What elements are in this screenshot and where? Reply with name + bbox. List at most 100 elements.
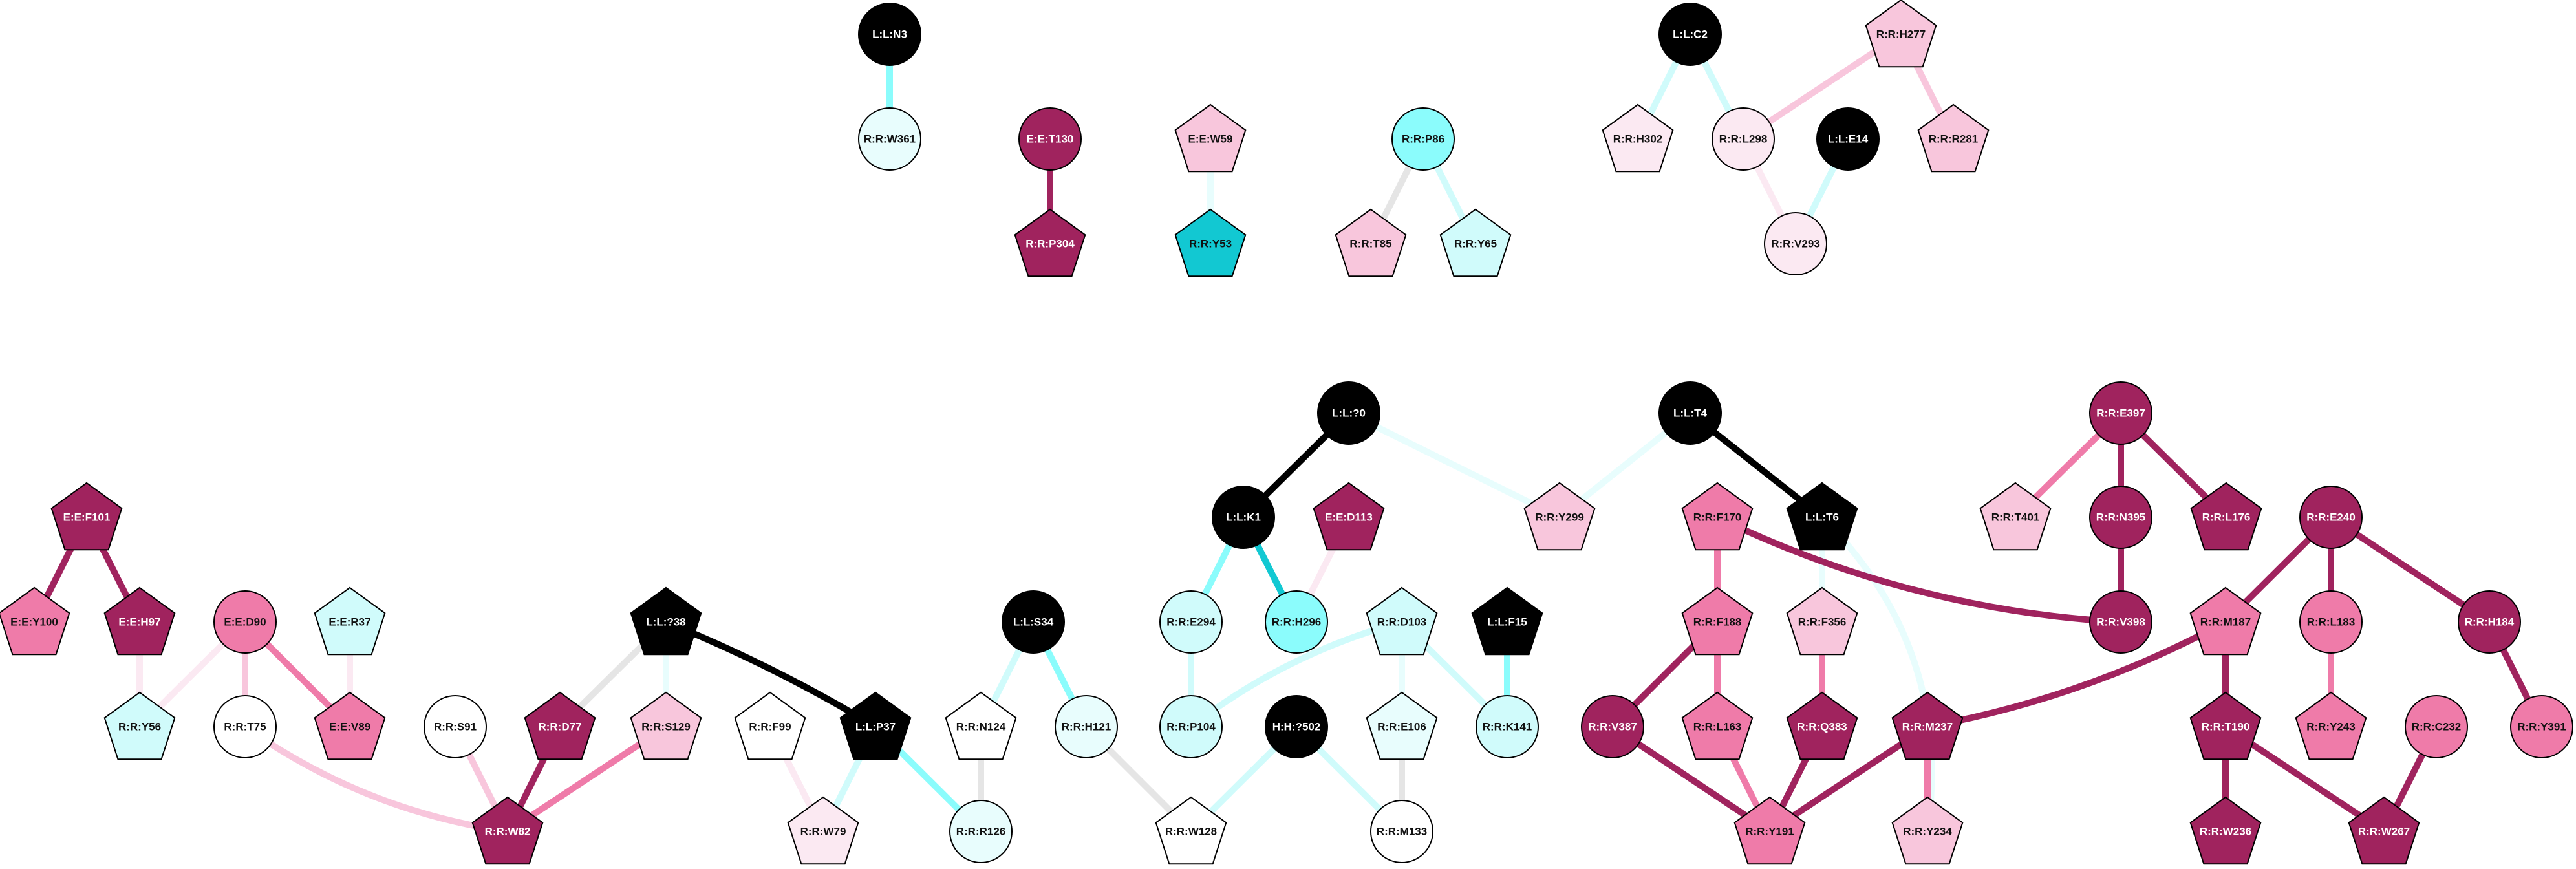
node-e-e-t130[interactable]: E:E:T130 <box>1018 107 1082 171</box>
node-r-r-w236[interactable]: R:R:W236 <box>2189 796 2262 865</box>
circle-node-shape <box>1712 107 1775 171</box>
node-r-r-n395[interactable]: R:R:N395 <box>2089 486 2152 549</box>
node-l-l-q0[interactable]: L:L:?0 <box>1317 381 1380 445</box>
node-r-r-d103[interactable]: R:R:D103 <box>1366 586 1438 656</box>
node-r-r-c232[interactable]: R:R:C232 <box>2405 695 2468 758</box>
node-label: R:R:M133 <box>1377 826 1427 838</box>
node-r-r-y391[interactable]: R:R:Y391 <box>2510 695 2573 758</box>
circle-node-shape <box>2510 695 2573 758</box>
node-r-r-t75[interactable]: R:R:T75 <box>213 695 277 758</box>
circle-node-shape <box>2299 590 2363 654</box>
node-r-r-m187[interactable]: R:R:M187 <box>2189 586 2262 656</box>
node-r-r-h302[interactable]: R:R:H302 <box>1602 103 1674 173</box>
node-r-r-p304[interactable]: R:R:P304 <box>1014 208 1086 277</box>
node-r-r-t190[interactable]: R:R:T190 <box>2189 691 2262 760</box>
node-l-l-k1[interactable]: L:L:K1 <box>1212 486 1275 549</box>
node-e-e-h97[interactable]: E:E:H97 <box>103 586 176 656</box>
node-label: L:L:P37 <box>855 721 896 733</box>
node-r-r-e294[interactable]: R:R:E294 <box>1159 590 1223 654</box>
node-r-r-e240[interactable]: R:R:E240 <box>2299 486 2363 549</box>
node-r-r-d77[interactable]: R:R:D77 <box>524 691 596 760</box>
node-l-l-s34[interactable]: L:L:S34 <box>1002 590 1065 654</box>
node-l-l-t4[interactable]: L:L:T4 <box>1658 381 1722 445</box>
node-l-l-t6[interactable]: L:L:T6 <box>1786 482 1858 551</box>
node-label: R:R:Y53 <box>1189 238 1232 250</box>
node-r-r-v398[interactable]: R:R:V398 <box>2089 590 2152 654</box>
node-label: R:R:T75 <box>224 721 266 733</box>
node-r-r-p86[interactable]: R:R:P86 <box>1391 107 1455 171</box>
node-r-r-f99[interactable]: R:R:F99 <box>734 691 806 760</box>
node-label: L:L:T6 <box>1805 511 1839 524</box>
node-r-r-w128[interactable]: R:R:W128 <box>1155 796 1227 865</box>
pentagon-node-shape <box>1174 208 1247 277</box>
node-r-r-e397[interactable]: R:R:E397 <box>2089 381 2152 445</box>
node-r-r-w82[interactable]: R:R:W82 <box>471 796 544 865</box>
circle-node-shape <box>2458 590 2521 654</box>
node-l-l-e14[interactable]: L:L:E14 <box>1816 107 1880 171</box>
node-r-r-l163[interactable]: R:R:L163 <box>1681 691 1754 760</box>
node-r-r-w79[interactable]: R:R:W79 <box>787 796 859 865</box>
pentagon-node-shape <box>1786 691 1858 760</box>
node-r-r-w361[interactable]: R:R:W361 <box>858 107 921 171</box>
node-label: R:R:L176 <box>2202 511 2251 524</box>
node-r-r-m133[interactable]: R:R:M133 <box>1370 800 1433 863</box>
node-l-l-q38[interactable]: L:L:?38 <box>630 586 702 656</box>
node-r-r-h184[interactable]: R:R:H184 <box>2458 590 2521 654</box>
node-r-r-s91[interactable]: R:R:S91 <box>424 695 487 758</box>
node-r-r-l298[interactable]: R:R:L298 <box>1712 107 1775 171</box>
pentagon-node-shape <box>1979 482 2052 551</box>
node-l-l-p37[interactable]: L:L:P37 <box>839 691 912 760</box>
node-r-r-k141[interactable]: R:R:K141 <box>1476 695 1539 758</box>
node-r-r-y56[interactable]: R:R:Y56 <box>103 691 176 760</box>
node-r-r-l176[interactable]: R:R:L176 <box>2190 482 2262 551</box>
node-e-e-w59[interactable]: E:E:W59 <box>1174 103 1247 173</box>
node-r-r-t85[interactable]: R:R:T85 <box>1335 208 1407 277</box>
node-r-r-y299[interactable]: R:R:Y299 <box>1523 482 1596 551</box>
node-label: R:R:E240 <box>2306 511 2356 524</box>
node-r-r-r281[interactable]: R:R:R281 <box>1917 103 1990 173</box>
node-e-e-v89[interactable]: E:E:V89 <box>314 691 386 760</box>
node-r-r-h277[interactable]: R:R:H277 <box>1865 0 1937 68</box>
node-r-r-y191[interactable]: R:R:Y191 <box>1733 796 1806 865</box>
node-r-r-e106[interactable]: R:R:E106 <box>1366 691 1438 760</box>
node-label: L:L:?38 <box>646 616 685 628</box>
node-l-l-n3[interactable]: L:L:N3 <box>858 3 921 66</box>
node-r-r-v293[interactable]: R:R:V293 <box>1764 212 1827 275</box>
node-r-r-y234[interactable]: R:R:Y234 <box>1891 796 1964 865</box>
node-r-r-y243[interactable]: R:R:Y243 <box>2295 691 2367 760</box>
edge-r-r-t75-to-r-r-w82 <box>243 724 508 835</box>
pentagon-node-shape <box>2348 796 2420 865</box>
node-r-r-n124[interactable]: R:R:N124 <box>945 691 1017 760</box>
node-r-r-f188[interactable]: R:R:F188 <box>1681 586 1754 656</box>
pentagon-node-shape <box>1471 586 1543 656</box>
node-r-r-h121[interactable]: R:R:H121 <box>1055 695 1118 758</box>
node-r-r-v387[interactable]: R:R:V387 <box>1581 695 1644 758</box>
node-h-h-q502[interactable]: H:H:?502 <box>1265 695 1328 758</box>
node-r-r-w267[interactable]: R:R:W267 <box>2348 796 2420 865</box>
node-r-r-t401[interactable]: R:R:T401 <box>1979 482 2052 551</box>
node-e-e-d113[interactable]: E:E:D113 <box>1313 482 1385 551</box>
node-r-r-y53[interactable]: R:R:Y53 <box>1174 208 1247 277</box>
node-e-e-f101[interactable]: E:E:F101 <box>50 482 123 551</box>
node-r-r-q383[interactable]: R:R:Q383 <box>1786 691 1858 760</box>
node-l-l-c2[interactable]: L:L:C2 <box>1658 3 1722 66</box>
node-e-e-d90[interactable]: E:E:D90 <box>213 590 277 654</box>
node-r-r-h296[interactable]: R:R:H296 <box>1265 590 1328 654</box>
node-r-r-p104[interactable]: R:R:P104 <box>1159 695 1223 758</box>
node-e-e-y100[interactable]: E:E:Y100 <box>0 586 70 656</box>
node-r-r-s129[interactable]: R:R:S129 <box>630 691 702 760</box>
node-label: R:R:E106 <box>1377 721 1426 733</box>
pentagon-node-shape <box>1366 586 1438 656</box>
node-label: H:H:?502 <box>1272 721 1321 733</box>
node-e-e-r37[interactable]: E:E:R37 <box>314 586 386 656</box>
node-label: R:R:Y243 <box>2306 721 2356 733</box>
node-r-r-f170[interactable]: R:R:F170 <box>1681 482 1754 551</box>
circle-node-shape <box>2089 486 2152 549</box>
node-r-r-r126[interactable]: R:R:R126 <box>949 800 1013 863</box>
node-r-r-y65[interactable]: R:R:Y65 <box>1439 208 1512 277</box>
node-r-r-m237[interactable]: R:R:M237 <box>1891 691 1964 760</box>
node-l-l-f15[interactable]: L:L:F15 <box>1471 586 1543 656</box>
node-r-r-f356[interactable]: R:R:F356 <box>1786 586 1858 656</box>
pentagon-node-shape <box>1681 586 1754 656</box>
node-r-r-l183[interactable]: R:R:L183 <box>2299 590 2363 654</box>
